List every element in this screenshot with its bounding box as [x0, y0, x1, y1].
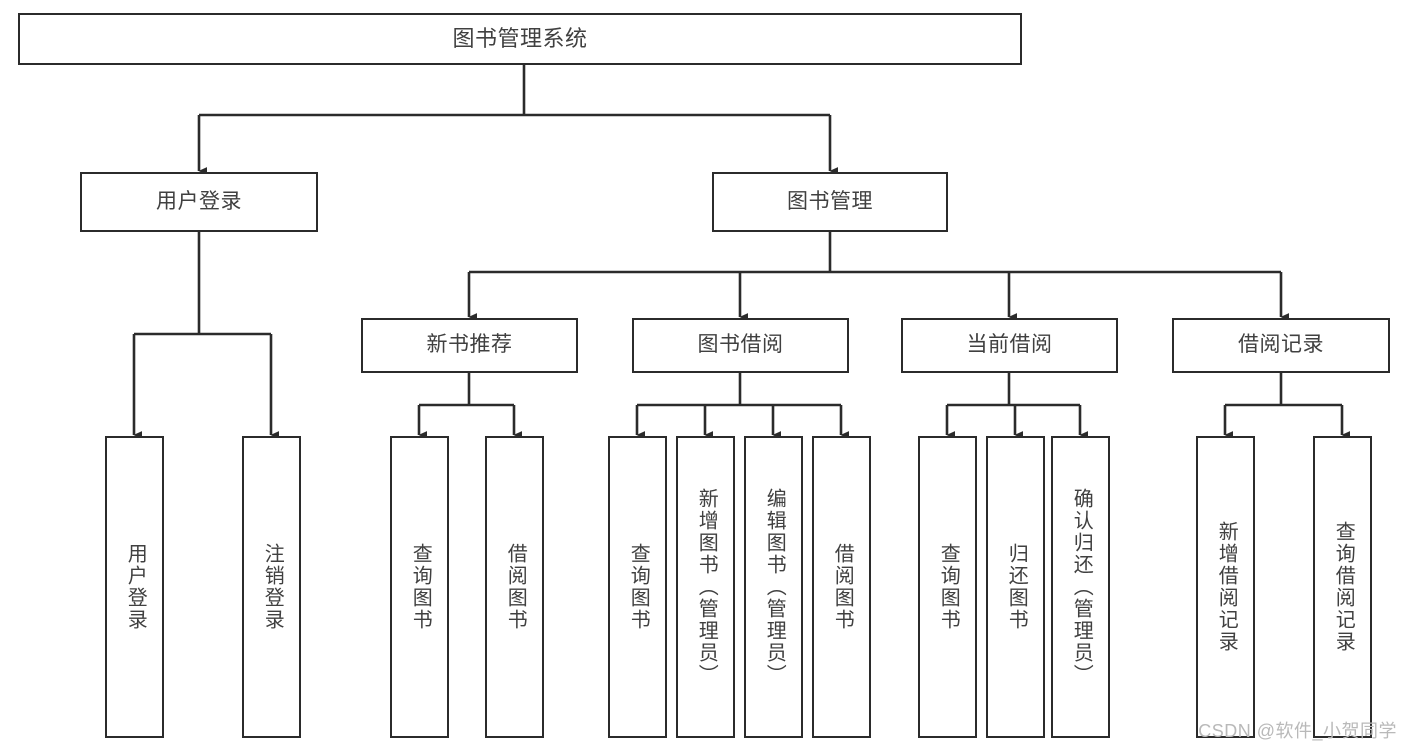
node-leaf-edit-book[interactable]: 编辑图书（管理员） [744, 436, 803, 738]
node-leaf-borrow-book-2-label: 借阅图书 [831, 543, 854, 631]
node-leaf-confirm-return[interactable]: 确认归还（管理员） [1051, 436, 1110, 738]
node-borrow-record[interactable]: 借阅记录 [1172, 318, 1390, 373]
node-leaf-borrow-book-2[interactable]: 借阅图书 [812, 436, 871, 738]
node-user-login[interactable]: 用户登录 [80, 172, 318, 232]
node-leaf-query-book-2[interactable]: 查询图书 [608, 436, 667, 738]
node-leaf-add-borrow-record-label: 新增借阅记录 [1215, 521, 1238, 653]
node-leaf-user-login-label: 用户登录 [124, 543, 147, 631]
node-leaf-confirm-return-label: 确认归还（管理员） [1070, 488, 1093, 686]
node-leaf-edit-book-label: 编辑图书（管理员） [763, 488, 786, 686]
node-new-book-recommend-label: 新书推荐 [426, 333, 513, 357]
node-leaf-query-borrow-record-label: 查询借阅记录 [1332, 521, 1355, 653]
node-leaf-borrow-book-1-label: 借阅图书 [504, 543, 527, 631]
node-current-borrow[interactable]: 当前借阅 [901, 318, 1118, 373]
node-book-borrow-label: 图书借阅 [697, 333, 784, 357]
node-leaf-query-book-1-label: 查询图书 [409, 543, 432, 631]
node-leaf-add-book[interactable]: 新增图书（管理员） [676, 436, 735, 738]
node-leaf-return-book[interactable]: 归还图书 [986, 436, 1045, 738]
node-current-borrow-label: 当前借阅 [966, 333, 1053, 357]
node-root[interactable]: 图书管理系统 [18, 13, 1022, 65]
node-leaf-query-book-3[interactable]: 查询图书 [918, 436, 977, 738]
node-leaf-user-logout[interactable]: 注销登录 [242, 436, 301, 738]
node-book-borrow[interactable]: 图书借阅 [632, 318, 849, 373]
node-new-book-recommend[interactable]: 新书推荐 [361, 318, 578, 373]
node-leaf-add-book-label: 新增图书（管理员） [695, 488, 718, 686]
node-borrow-record-label: 借阅记录 [1238, 333, 1324, 357]
node-leaf-query-book-1[interactable]: 查询图书 [390, 436, 449, 738]
node-leaf-user-login[interactable]: 用户登录 [105, 436, 164, 738]
node-root-label: 图书管理系统 [452, 26, 588, 52]
node-book-management[interactable]: 图书管理 [712, 172, 948, 232]
connector-group [132, 65, 1350, 439]
node-user-login-label: 用户登录 [156, 189, 242, 213]
node-book-management-label: 图书管理 [787, 189, 873, 213]
node-leaf-query-book-2-label: 查询图书 [627, 543, 650, 631]
node-leaf-borrow-book-1[interactable]: 借阅图书 [485, 436, 544, 738]
node-leaf-user-logout-label: 注销登录 [261, 543, 284, 631]
node-leaf-query-book-3-label: 查询图书 [937, 543, 960, 631]
node-leaf-return-book-label: 归还图书 [1005, 543, 1028, 631]
node-leaf-add-borrow-record[interactable]: 新增借阅记录 [1196, 436, 1255, 738]
node-leaf-query-borrow-record[interactable]: 查询借阅记录 [1313, 436, 1372, 738]
